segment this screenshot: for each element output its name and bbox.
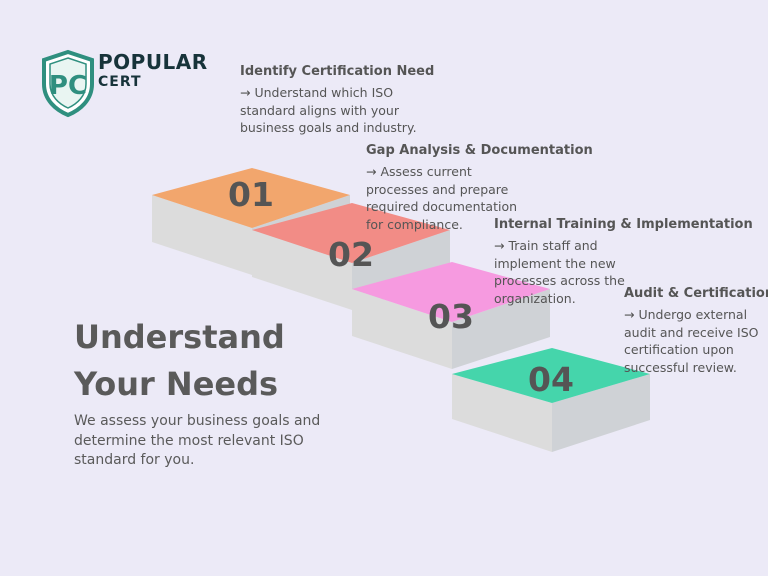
- brand-subname: CERT: [98, 74, 142, 90]
- step-04-caption: Audit & Certification → Undergo external…: [624, 286, 768, 376]
- step-03-number: 03: [428, 297, 474, 336]
- step-01-title: Identify Certification Need: [240, 64, 435, 79]
- page-heading: Understand Your Needs: [74, 314, 285, 408]
- step-01-number: 01: [228, 175, 274, 214]
- step-03-caption: Internal Training & Implementation → Tra…: [494, 217, 753, 307]
- heading-line-2: Your Needs: [74, 365, 279, 403]
- step-03-side: [452, 289, 550, 369]
- step-01-top: [152, 168, 350, 228]
- step-02-number: 02: [328, 235, 374, 274]
- page-subtext: We assess your business goals and determ…: [74, 413, 321, 468]
- step-04-front: [452, 374, 552, 452]
- step-block-02: 02: [252, 203, 450, 310]
- brand-name: POPULAR: [98, 50, 208, 74]
- step-03-front: [352, 289, 452, 369]
- step-block-03: 03: [352, 262, 550, 369]
- step-01-front: [152, 195, 252, 275]
- step-02-description: → Assess current processes and prepare r…: [366, 164, 518, 232]
- step-03-description: → Train staff and implement the new proc…: [494, 238, 625, 306]
- step-02-front: [252, 230, 352, 310]
- shield-icon: PC: [42, 49, 94, 118]
- heading-line-1: Understand: [74, 318, 285, 356]
- step-04-top: [452, 348, 650, 403]
- step-02-top: [252, 203, 450, 263]
- step-03-top: [352, 262, 550, 322]
- step-02-caption: Gap Analysis & Documentation → Assess cu…: [366, 143, 593, 233]
- popularcert-logo: PC: [38, 48, 208, 118]
- step-04-description: → Undergo external audit and receive ISO…: [624, 307, 759, 375]
- step-01-description: → Understand which ISO standard aligns w…: [240, 85, 417, 135]
- step-block-04: 04: [452, 348, 650, 452]
- step-04-number: 04: [528, 360, 574, 399]
- step-02-title: Gap Analysis & Documentation: [366, 143, 593, 158]
- step-04-side: [552, 374, 650, 452]
- step-04-title: Audit & Certification: [624, 286, 768, 301]
- step-01-caption: Identify Certification Need → Understand…: [240, 64, 435, 137]
- step-03-title: Internal Training & Implementation: [494, 217, 753, 232]
- logo-monogram: PC: [49, 71, 87, 101]
